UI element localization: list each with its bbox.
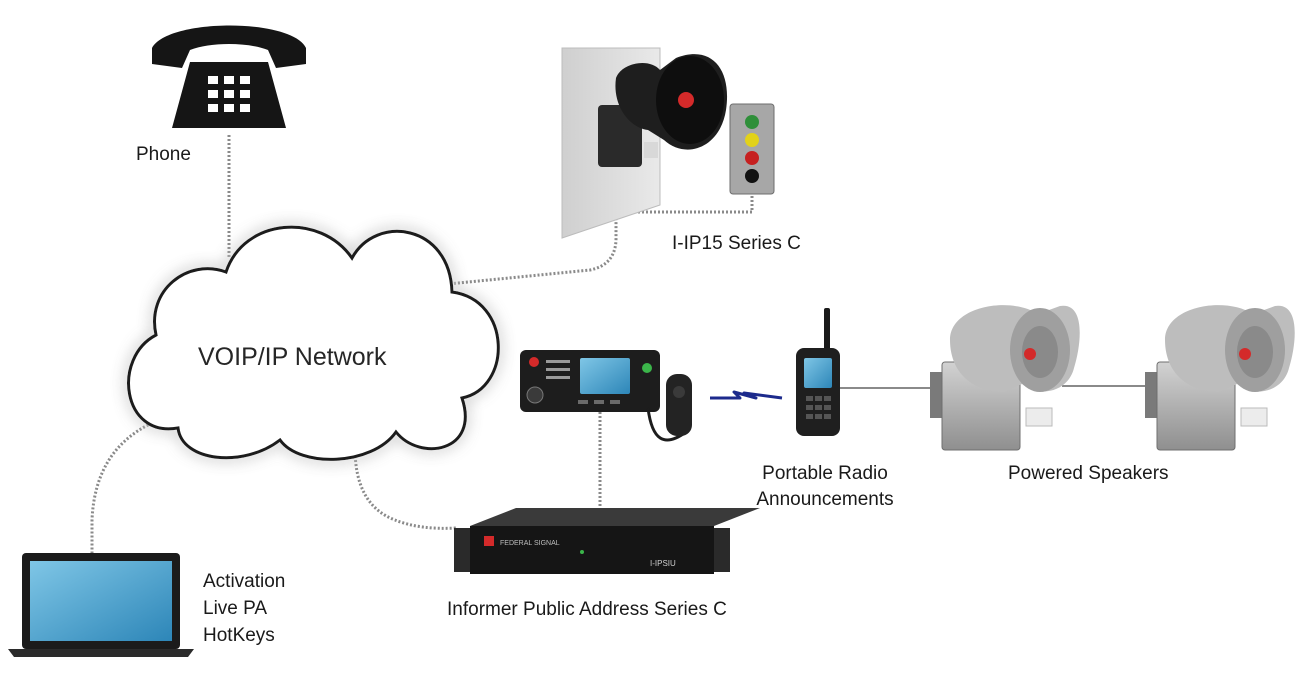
horn-speaker-icon (1145, 305, 1295, 451)
laptop-label-line-3: HotKeys (203, 625, 275, 646)
control-station (729, 103, 775, 195)
horn-speaker-with-control-station-icon (561, 47, 775, 239)
rack-brand-text: FEDERAL SIGNAL (500, 540, 560, 547)
laptop-label: Activation Live PA HotKeys (203, 570, 285, 648)
rack-unit-icon: FEDERAL SIGNAL I-IPSIU (454, 508, 760, 574)
speakers-label: Powered Speakers (1008, 463, 1169, 484)
laptop-label-line-2: Live PA (203, 598, 268, 619)
network-label: VOIP/IP Network (198, 343, 387, 371)
telephone-icon (152, 25, 306, 128)
handheld-radio-icon (796, 308, 840, 436)
portable-radio-label-line-2: Announcements (756, 489, 894, 510)
cable-cloud-to-laptop (90, 421, 153, 555)
portable-radio-label-line-1: Portable Radio (762, 463, 888, 484)
portable-radio-label: Portable Radio Announcements (740, 462, 910, 512)
mobile-radio-with-microphone-icon (520, 350, 692, 442)
laptop-icon (8, 553, 194, 657)
rack-panel-text: I-IPSIU (650, 559, 676, 568)
speaker-logo (678, 92, 694, 108)
informer-label: Informer Public Address Series C (447, 599, 727, 620)
laptop-label-line-1: Activation (203, 571, 286, 592)
network-cloud (127, 225, 500, 461)
cable-cloud-to-informer (353, 447, 457, 530)
radio-link-zigzag (710, 390, 783, 400)
iip15-label: I-IP15 Series C (672, 233, 801, 254)
phone-label: Phone (136, 144, 191, 165)
horn-speaker-icon (930, 305, 1080, 451)
cable-cloud-to-iip15 (437, 170, 618, 287)
